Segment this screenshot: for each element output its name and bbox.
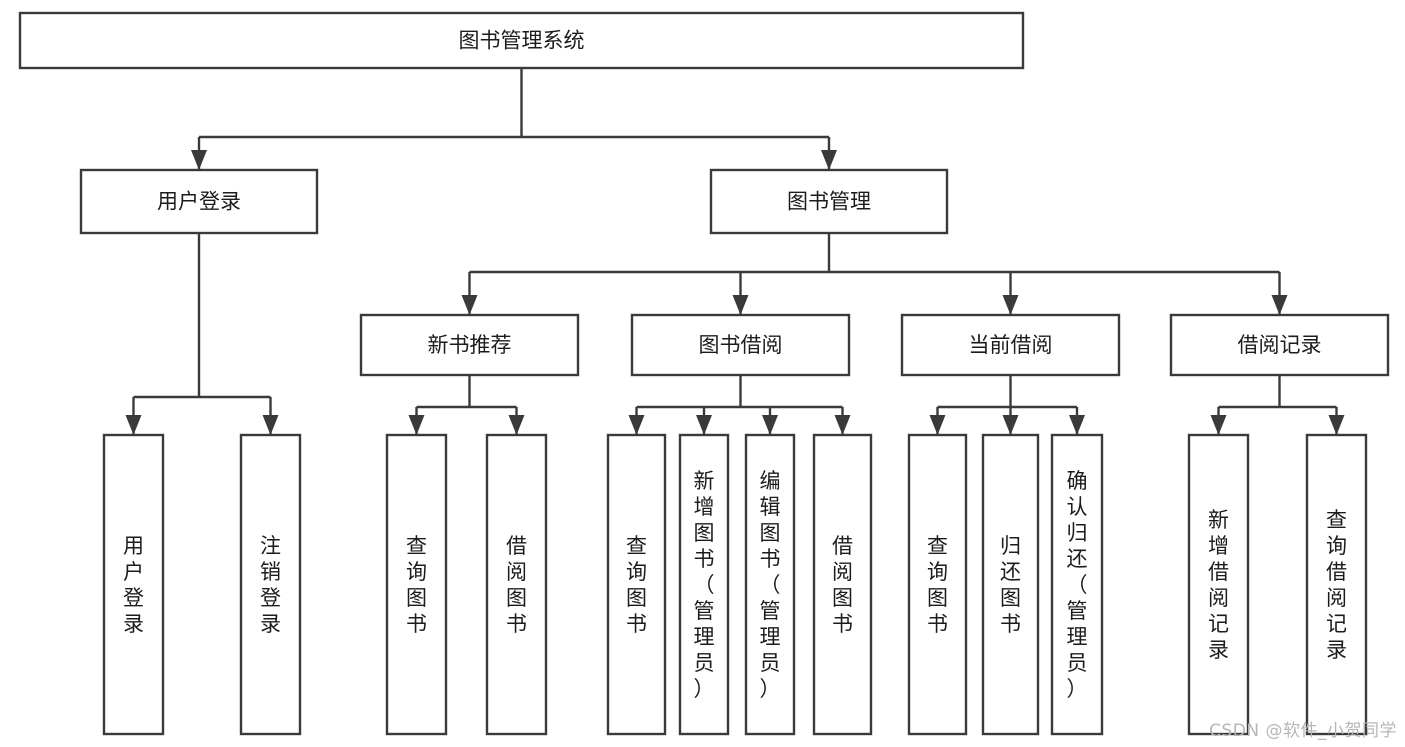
node-label-leaf-user-login: 用户登录	[123, 534, 144, 636]
node-label-current-borrow: 当前借阅	[969, 333, 1053, 357]
node-label-leaf-return-book: 归还图书	[1000, 534, 1021, 636]
arrow-head-icon-leaf-query-book-2	[628, 415, 645, 435]
node-leaf-user-logout[interactable]: 注销登录	[239, 433, 302, 736]
node-label-leaf-query-book-2: 查询图书	[626, 534, 647, 636]
node-box-leaf-return-book	[981, 433, 1040, 736]
node-label-leaf-add-borrow-record: 新增借阅记录	[1208, 508, 1229, 662]
node-label-user-login: 用户登录	[157, 190, 241, 214]
node-label-leaf-query-borrow-record: 查询借阅记录	[1326, 508, 1347, 662]
arrow-head-icon-leaf-edit-book-admin	[762, 415, 778, 435]
node-leaf-query-borrow-record[interactable]: 查询借阅记录	[1305, 433, 1368, 736]
node-leaf-confirm-return-admin[interactable]: 确认归还（管理员）	[1050, 433, 1104, 736]
node-box-leaf-confirm-return-admin	[1050, 433, 1104, 736]
arrow-head-icon-current-borrow	[1002, 295, 1019, 315]
node-box-leaf-query-book-1	[385, 433, 448, 736]
node-book-management[interactable]: 图书管理	[709, 168, 949, 235]
connectors-layer	[125, 68, 1345, 435]
node-box-leaf-borrow-book-2	[812, 433, 873, 736]
node-label-leaf-edit-book-admin: 编辑图书（管理员）	[760, 469, 781, 701]
node-leaf-user-login[interactable]: 用户登录	[102, 433, 165, 736]
nodes-layer: 图书管理系统用户登录图书管理新书推荐图书借阅当前借阅借阅记录用户登录注销登录查询…	[18, 11, 1390, 736]
node-box-borrow-record	[1169, 313, 1390, 377]
node-label-leaf-confirm-return-admin: 确认归还（管理员）	[1067, 469, 1088, 701]
watermark-label: CSDN @软件_小贺同学	[1209, 721, 1397, 741]
node-label-book-management: 图书管理	[787, 190, 871, 214]
node-label-leaf-borrow-book-1: 借阅图书	[506, 534, 527, 636]
arrow-head-icon-user-login	[191, 150, 207, 170]
node-leaf-borrow-book-1[interactable]: 借阅图书	[485, 433, 548, 736]
arrow-head-icon-borrow-record	[1271, 295, 1288, 315]
arrow-head-icon-leaf-user-login	[125, 415, 142, 435]
node-root[interactable]: 图书管理系统	[18, 11, 1025, 70]
arrow-head-icon-leaf-add-book-admin	[696, 415, 712, 435]
node-box-leaf-edit-book-admin	[744, 433, 796, 736]
node-box-leaf-borrow-book-1	[485, 433, 548, 736]
node-box-leaf-add-book-admin	[678, 433, 730, 736]
arrow-head-icon-leaf-query-borrow-record	[1328, 415, 1345, 435]
node-box-leaf-add-borrow-record	[1187, 433, 1250, 736]
node-leaf-query-book-2[interactable]: 查询图书	[606, 433, 667, 736]
node-label-book-borrow: 图书借阅	[699, 333, 783, 357]
node-leaf-query-book-1[interactable]: 查询图书	[385, 433, 448, 736]
node-box-current-borrow	[900, 313, 1121, 377]
node-borrow-record[interactable]: 借阅记录	[1169, 313, 1390, 377]
arrow-head-icon-leaf-confirm-return-admin	[1069, 415, 1085, 435]
node-leaf-query-book-3[interactable]: 查询图书	[907, 433, 968, 736]
arrow-head-icon-leaf-user-logout	[262, 415, 279, 435]
node-book-borrow[interactable]: 图书借阅	[630, 313, 851, 377]
arrow-head-icon-new-book-recommend	[461, 295, 478, 315]
node-leaf-borrow-book-2[interactable]: 借阅图书	[812, 433, 873, 736]
node-box-leaf-query-book-3	[907, 433, 968, 736]
node-box-book-management	[709, 168, 949, 235]
node-box-leaf-user-login	[102, 433, 165, 736]
node-user-login[interactable]: 用户登录	[79, 168, 319, 235]
arrow-head-icon-leaf-borrow-book-1	[508, 415, 525, 435]
node-current-borrow[interactable]: 当前借阅	[900, 313, 1121, 377]
arrow-head-icon-leaf-query-book-1	[408, 415, 425, 435]
node-label-root: 图书管理系统	[459, 29, 585, 53]
arrow-head-icon-leaf-borrow-book-2	[834, 415, 851, 435]
node-leaf-return-book[interactable]: 归还图书	[981, 433, 1040, 736]
arrow-head-icon-leaf-query-book-3	[929, 415, 946, 435]
node-box-root	[18, 11, 1025, 70]
node-label-borrow-record: 借阅记录	[1238, 333, 1322, 357]
node-box-user-login	[79, 168, 319, 235]
arrow-head-icon-leaf-return-book	[1002, 415, 1019, 435]
node-label-leaf-user-logout: 注销登录	[260, 534, 281, 636]
node-label-leaf-add-book-admin: 新增图书（管理员）	[694, 469, 715, 701]
node-box-leaf-query-book-2	[606, 433, 667, 736]
node-label-leaf-query-book-1: 查询图书	[406, 534, 427, 636]
node-box-book-borrow	[630, 313, 851, 377]
node-box-new-book-recommend	[359, 313, 580, 377]
arrow-head-icon-leaf-add-borrow-record	[1210, 415, 1227, 435]
node-label-leaf-query-book-3: 查询图书	[927, 534, 948, 636]
node-label-new-book-recommend: 新书推荐	[428, 333, 512, 357]
node-label-leaf-borrow-book-2: 借阅图书	[832, 534, 853, 636]
node-new-book-recommend[interactable]: 新书推荐	[359, 313, 580, 377]
node-leaf-edit-book-admin[interactable]: 编辑图书（管理员）	[744, 433, 796, 736]
node-leaf-add-book-admin[interactable]: 新增图书（管理员）	[678, 433, 730, 736]
arrow-head-icon-book-borrow	[732, 295, 749, 315]
node-box-leaf-query-borrow-record	[1305, 433, 1368, 736]
node-leaf-add-borrow-record[interactable]: 新增借阅记录	[1187, 433, 1250, 736]
arrow-head-icon-book-management	[821, 150, 837, 170]
node-box-leaf-user-logout	[239, 433, 302, 736]
